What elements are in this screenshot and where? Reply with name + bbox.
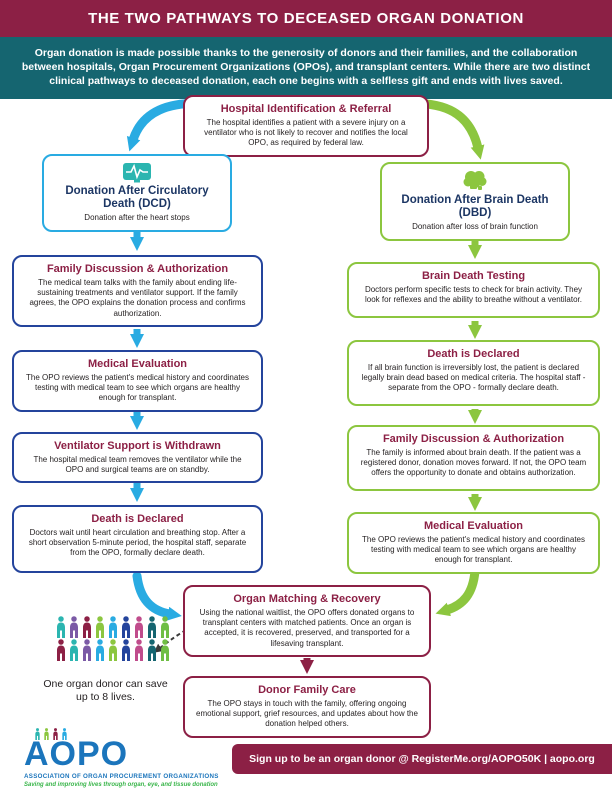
brain-icon	[463, 171, 487, 190]
person-icon	[160, 639, 169, 661]
logo-org-name: ASSOCIATION OF ORGAN PROCUREMENT ORGANIZ…	[24, 773, 219, 780]
aopo-logo: AOPO ASSOCIATION OF ORGAN PROCUREMENT OR…	[24, 728, 234, 788]
dbd-step-family-discussion: Family Discussion & Authorization The fa…	[347, 425, 600, 491]
person-icon	[69, 639, 78, 661]
person-icon	[82, 639, 91, 661]
person-icon	[95, 616, 104, 638]
dbd-step-medical-evaluation: Medical Evaluation The OPO reviews the p…	[347, 512, 600, 574]
hospital-referral-box: Hospital Identification & Referral The h…	[183, 95, 429, 157]
box-title: Death is Declared	[91, 513, 184, 525]
heart-monitor-icon	[123, 163, 151, 183]
dbd-pathway-box: Donation After Brain Death (DBD) Donatio…	[380, 162, 570, 241]
box-title: Brain Death Testing	[421, 270, 526, 282]
person-icon	[56, 639, 65, 661]
box-title: Ventilator Support is Withdrawn	[54, 440, 221, 452]
box-title: Donation After Brain Death (DBD)	[401, 194, 549, 220]
page-title: THE TWO PATHWAYS TO DECEASED ORGAN DONAT…	[88, 10, 524, 27]
person-icon	[44, 728, 49, 740]
person-icon	[69, 616, 78, 638]
person-icon	[147, 639, 156, 661]
box-title: Organ Matching & Recovery	[233, 593, 381, 605]
box-body: The OPO reviews the patient's medical hi…	[26, 372, 249, 403]
header-bar: THE TWO PATHWAYS TO DECEASED ORGAN DONAT…	[0, 0, 612, 37]
person-icon	[95, 639, 104, 661]
box-body: Using the national waitlist, the OPO off…	[199, 607, 415, 648]
signup-footer-text: Sign up to be an organ donor @ RegisterM…	[249, 753, 595, 765]
dcd-step-medical-evaluation: Medical Evaluation The OPO reviews the p…	[12, 350, 263, 412]
person-icon	[62, 728, 67, 740]
dcd-pathway-box: Donation After Circulatory Death (DCD) D…	[42, 154, 232, 232]
arrow-dcd-to-matching	[132, 571, 182, 621]
box-body: Doctors wait until heart circulation and…	[28, 527, 247, 558]
box-title: Hospital Identification & Referral	[220, 103, 392, 115]
dbd-step-death-declared: Death is Declared If all brain function …	[347, 340, 600, 406]
box-body: The OPO stays in touch with the family, …	[196, 698, 418, 729]
dbd-step-brain-death-testing: Brain Death Testing Doctors perform spec…	[347, 262, 600, 318]
person-icon	[121, 639, 130, 661]
person-icon	[147, 616, 156, 638]
dcd-step-family-discussion: Family Discussion & Authorization The me…	[12, 255, 263, 328]
person-icon	[160, 616, 169, 638]
people-group	[54, 616, 174, 662]
box-title: Death is Declared	[427, 348, 520, 360]
box-body: The hospital medical team removes the ve…	[33, 454, 242, 475]
box-title: Medical Evaluation	[423, 520, 524, 532]
organ-matching-box: Organ Matching & Recovery Using the nati…	[183, 585, 431, 658]
donor-family-care-box: Donor Family Care The OPO stays in touch…	[183, 676, 431, 738]
box-title: Donor Family Care	[258, 684, 356, 696]
lives-caption: One organ donor can save up to 8 lives.	[43, 678, 168, 704]
dcd-step-death-declared: Death is Declared Doctors wait until hea…	[12, 505, 263, 573]
intro-banner: Organ donation is made possible thanks t…	[0, 37, 612, 99]
person-icon	[35, 728, 40, 740]
box-title: Medical Evaluation	[87, 358, 188, 370]
box-body: If all brain function is irreversibly lo…	[361, 362, 586, 393]
intro-text: Organ donation is made possible thanks t…	[21, 47, 591, 87]
dcd-step-ventilator-withdrawn: Ventilator Support is Withdrawn The hosp…	[12, 432, 263, 484]
person-icon	[82, 616, 91, 638]
box-subtitle: Donation after loss of brain function	[412, 222, 538, 232]
box-body: Doctors perform specific tests to check …	[364, 284, 583, 305]
logo-tagline: Saving and improving lives through organ…	[24, 782, 218, 788]
box-body: The family is informed about brain death…	[360, 447, 587, 478]
person-icon	[56, 616, 65, 638]
box-body: The hospital identifies a patient with a…	[204, 117, 408, 148]
box-subtitle: Donation after the heart stops	[84, 213, 190, 223]
box-body: The medical team talks with the family a…	[29, 277, 246, 318]
box-title: Donation After Circulatory Death (DCD)	[65, 185, 209, 211]
person-icon	[108, 616, 117, 638]
person-icon	[108, 639, 117, 661]
box-title: Family Discussion & Authorization	[46, 263, 229, 275]
person-icon	[134, 639, 143, 661]
signup-footer-bar: Sign up to be an organ donor @ RegisterM…	[232, 744, 612, 774]
logo-figures-icon	[34, 728, 234, 740]
logo-wordmark: AOPO	[24, 735, 129, 773]
box-title: Family Discussion & Authorization	[382, 433, 565, 445]
box-body: The OPO reviews the patient's medical hi…	[362, 534, 585, 565]
person-icon	[121, 616, 130, 638]
arrow-dbd-to-matching	[435, 566, 480, 617]
person-icon	[53, 728, 58, 740]
person-icon	[134, 616, 143, 638]
